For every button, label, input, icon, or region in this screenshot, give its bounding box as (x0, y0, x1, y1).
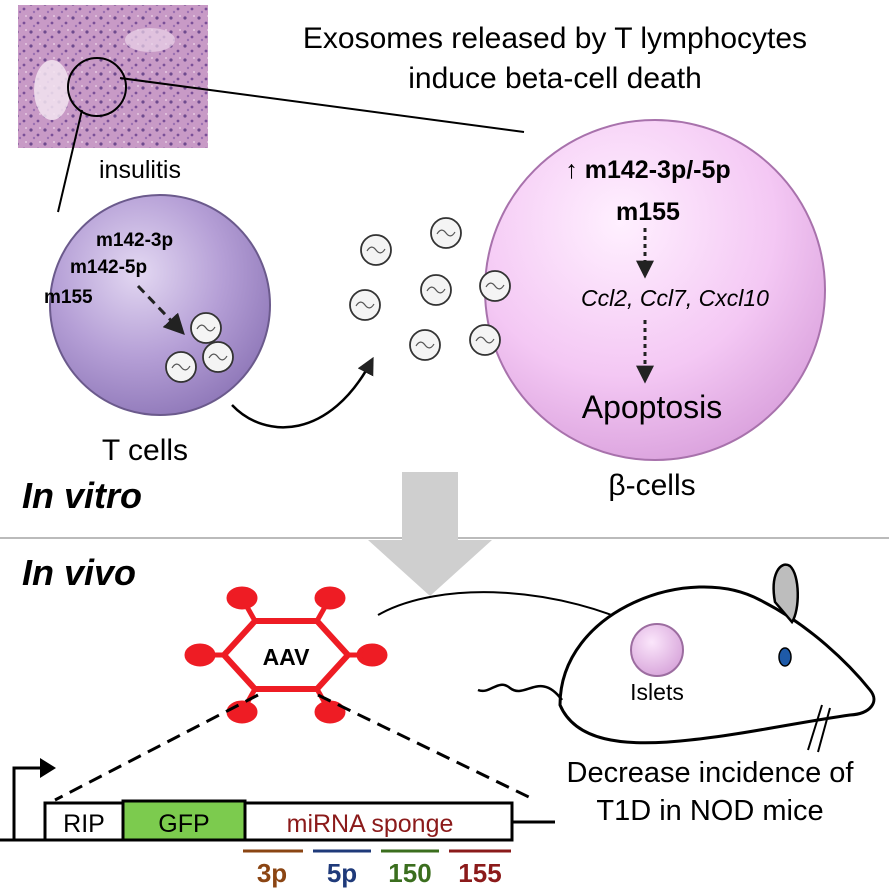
result-line-1: Decrease incidence of (567, 757, 855, 789)
gfp-label: GFP (158, 810, 209, 838)
title-line-2: induce beta-cell death (408, 62, 702, 95)
construct-zoom-left (54, 693, 259, 802)
fusing-exosome (469, 324, 501, 356)
tcell-mirna-2: m142-5p (70, 257, 147, 278)
tcell-loading-arrow (136, 284, 185, 336)
mouse-illustration (477, 563, 876, 753)
sponge-label: miRNA sponge (287, 810, 454, 838)
site-label-155: 155 (458, 858, 501, 888)
site-label-5p: 5p (327, 858, 357, 888)
construct-zoom-right (317, 693, 536, 802)
tcell-mirna-1: m142-3p (96, 230, 173, 251)
aav-label: AAV (263, 644, 311, 670)
aav-vector (184, 586, 388, 724)
beta-cell-label: β-cells (608, 469, 695, 502)
tcell-exosome (165, 351, 197, 383)
rip-box (43, 801, 125, 842)
insulitis-label: insulitis (99, 156, 181, 184)
zoom-line-left (57, 109, 83, 213)
released-exosome (430, 217, 462, 249)
apoptosis-label: Apoptosis (582, 389, 723, 425)
tcell-exosome (202, 341, 234, 373)
promoter-arrowhead (40, 758, 56, 778)
sponge-box (243, 801, 514, 842)
zoom-line-right (119, 77, 525, 133)
site-label-150: 150 (388, 858, 431, 888)
site-label-3p: 3p (257, 858, 287, 888)
beta-mirna-line-2: m155 (616, 198, 680, 226)
tcell-label: T cells (102, 434, 188, 467)
histology-image (18, 5, 208, 148)
gene-list: Ccl2, Ccl7, Cxcl10 (581, 285, 769, 311)
tcell-exosome (190, 312, 222, 344)
insulitis-circle (67, 57, 127, 117)
islets (630, 623, 684, 677)
in-vivo-label: In vivo (22, 552, 136, 593)
released-exosome (409, 329, 441, 361)
tcell-mirna-3: m155 (44, 287, 93, 308)
beta-mirna-line-1: ↑ m142-3p/-5p (565, 156, 730, 184)
released-exosome (360, 234, 392, 266)
fusing-exosome (479, 270, 511, 302)
result-line-2: T1D in NOD mice (596, 795, 823, 827)
release-arrow (231, 356, 374, 429)
promoter-arrow (12, 766, 42, 840)
released-exosome (420, 274, 452, 306)
islets-label: Islets (630, 679, 684, 705)
title-line-1: Exosomes released by T lymphocytes (303, 22, 807, 55)
in-vitro-label: In vitro (22, 475, 142, 516)
rip-label: RIP (63, 810, 105, 838)
big-down-arrow (368, 472, 492, 596)
released-exosome (349, 289, 381, 321)
